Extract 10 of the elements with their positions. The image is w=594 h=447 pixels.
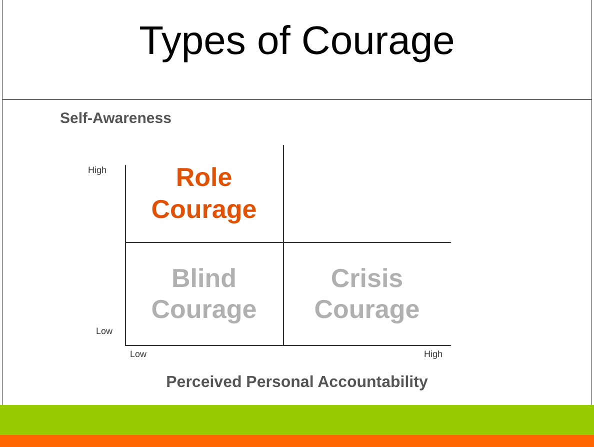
axis-title: Self-Awareness (60, 109, 172, 129)
quadrant-label: Blind Courage (150, 262, 258, 326)
axis-title: Perceived Personal Accountability (165, 373, 429, 393)
quadrant-label: Role Courage (150, 162, 258, 225)
axis-tick-label: Low (96, 325, 113, 338)
axis-tick-label: High (424, 348, 443, 361)
title: Types of Courage (138, 18, 456, 65)
quadrant-label: Crisis Courage (313, 262, 421, 326)
axis-tick-label: High (88, 164, 107, 177)
axis-tick-label: Low (130, 348, 147, 361)
